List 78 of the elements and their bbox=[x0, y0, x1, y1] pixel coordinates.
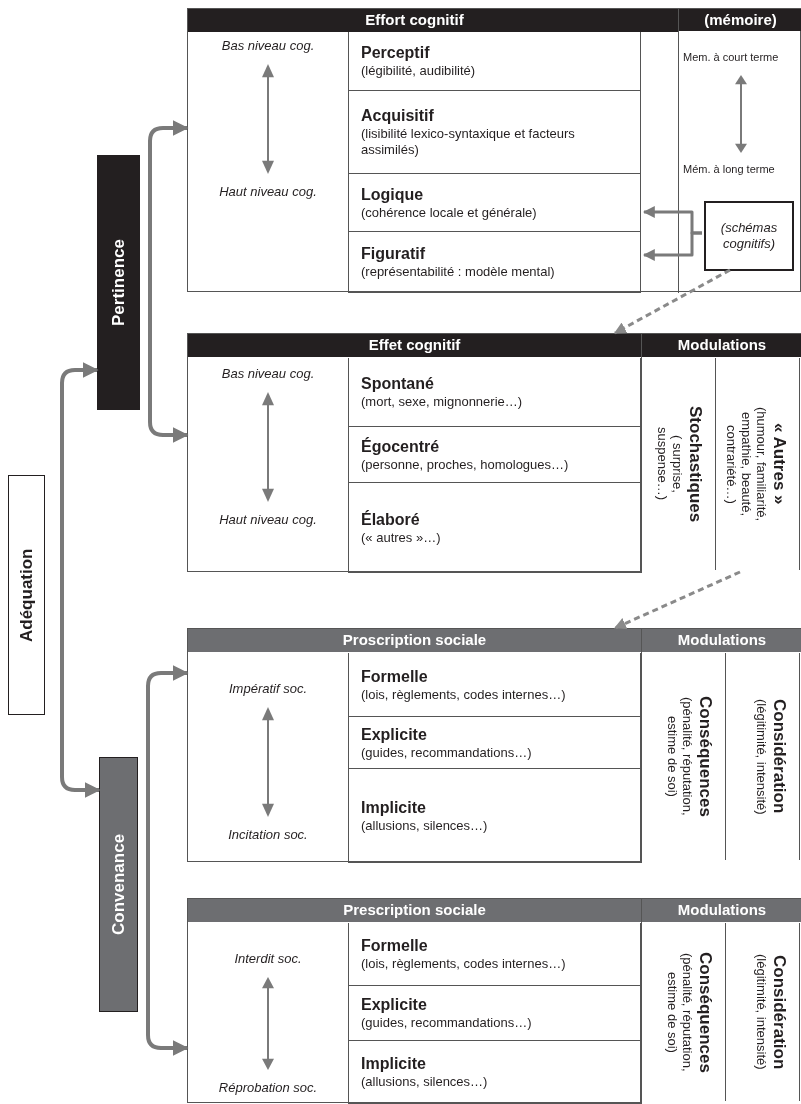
table-row bbox=[348, 91, 641, 174]
table-row bbox=[348, 174, 641, 232]
row-description: (représentabilité : modèle mental) bbox=[361, 264, 556, 280]
row-description: (lisibilité lexico-syntaxique et facteurs assimilés) bbox=[361, 126, 576, 158]
row-description: (guides, recommandations…) bbox=[361, 744, 533, 761]
arrow bbox=[146, 665, 189, 1056]
column-description: (humour, familiarité, empathie, beauté, contrariété…) bbox=[724, 405, 769, 524]
modulations-section bbox=[641, 899, 801, 1104]
header-bar: Effet cognitif bbox=[188, 334, 641, 357]
table-panel bbox=[187, 8, 801, 292]
concept-box: (schémas cognitifs) bbox=[704, 201, 794, 271]
header-bar: Modulations bbox=[642, 629, 801, 652]
arrow bbox=[60, 362, 101, 798]
dashed-arrow bbox=[613, 570, 741, 630]
category-box: Adéquation bbox=[8, 475, 45, 715]
row-title: Figuratif bbox=[361, 244, 426, 264]
row-title: Explicite bbox=[361, 995, 428, 1015]
column-description: ( surprise, suspense…) bbox=[655, 426, 685, 503]
table-row bbox=[348, 32, 641, 91]
modulations-section bbox=[641, 334, 801, 573]
table-panel bbox=[187, 898, 801, 1103]
arrow bbox=[148, 120, 189, 443]
row-title: Implicite bbox=[361, 797, 427, 818]
row-title: Acquisitif bbox=[361, 106, 435, 126]
column-title: Stochastiques bbox=[685, 405, 705, 523]
row-description: (lois, règlements, codes internes…) bbox=[361, 686, 567, 703]
category-box: Pertinence bbox=[97, 155, 140, 410]
row-description: (légibilité, audibilité) bbox=[361, 63, 477, 79]
column-description: (légitimité, intensité) bbox=[754, 698, 769, 815]
header-bar: (mémoire) bbox=[679, 9, 801, 31]
row-title: Implicite bbox=[361, 1054, 427, 1074]
row-description: (personne, proches, homologues…) bbox=[361, 456, 570, 473]
header-bar: Proscription sociale bbox=[188, 629, 641, 652]
header-bar: Effort cognitif bbox=[188, 9, 678, 32]
row-title: Spontané bbox=[361, 374, 435, 394]
scale-label: Haut niveau cog. bbox=[219, 512, 317, 528]
column-description: (légitimité, intensité) bbox=[754, 954, 769, 1070]
header-bar: Modulations bbox=[642, 899, 801, 922]
column-title: Considération bbox=[769, 954, 789, 1070]
scale-label: Incitation soc. bbox=[228, 827, 308, 843]
category-box: Convenance bbox=[99, 757, 138, 1012]
row-title: Égocentré bbox=[361, 436, 441, 457]
scale-label: Impératif soc. bbox=[229, 681, 307, 697]
row-description: (allusions, silences…) bbox=[361, 817, 489, 834]
arrow bbox=[642, 231, 702, 261]
row-title: Perceptif bbox=[361, 43, 431, 63]
table-panel bbox=[187, 628, 801, 862]
scale-label: Haut niveau cog. bbox=[219, 184, 317, 200]
scale-label: Mém. à long terme bbox=[683, 162, 775, 177]
table-row bbox=[348, 232, 641, 293]
header-bar: Prescription sociale bbox=[188, 899, 641, 922]
table-panel bbox=[187, 333, 801, 572]
memory-column bbox=[678, 9, 801, 293]
row-title: Explicite bbox=[361, 724, 428, 745]
row-description: (allusions, silences…) bbox=[361, 1074, 489, 1090]
row-description: (« autres »…) bbox=[361, 529, 442, 546]
row-description: (mort, sexe, mignonnerie…) bbox=[361, 394, 524, 410]
scale-label: Bas niveau cog. bbox=[221, 38, 315, 54]
column-description: (pénalité, réputation, estime de soi) bbox=[665, 951, 695, 1074]
scale-label: Réprobation soc. bbox=[218, 1080, 318, 1096]
row-description: (guides, recommandations…) bbox=[361, 1015, 533, 1031]
header-bar: Modulations bbox=[642, 334, 801, 357]
row-title: Formelle bbox=[361, 666, 429, 687]
column-description: (pénalité, réputation, estime de soi) bbox=[665, 696, 695, 818]
row-title: Formelle bbox=[361, 936, 429, 956]
column-title: Conséquences bbox=[695, 950, 715, 1075]
column-title: Considération bbox=[769, 698, 789, 815]
row-description: (cohérence locale et générale) bbox=[361, 204, 538, 221]
scale-label: Mem. à court terme bbox=[683, 50, 779, 65]
scale-label: Bas niveau cog. bbox=[221, 366, 315, 382]
scale-label: Interdit soc. bbox=[234, 951, 302, 967]
dashed-arrow bbox=[613, 268, 731, 335]
column-title: Conséquences bbox=[695, 695, 715, 819]
column-title: « Autres » bbox=[769, 422, 789, 507]
row-description: (lois, règlements, codes internes…) bbox=[361, 956, 567, 972]
modulations-section bbox=[641, 629, 801, 863]
row-title: Logique bbox=[361, 184, 425, 205]
row-title: Élaboré bbox=[361, 509, 421, 530]
